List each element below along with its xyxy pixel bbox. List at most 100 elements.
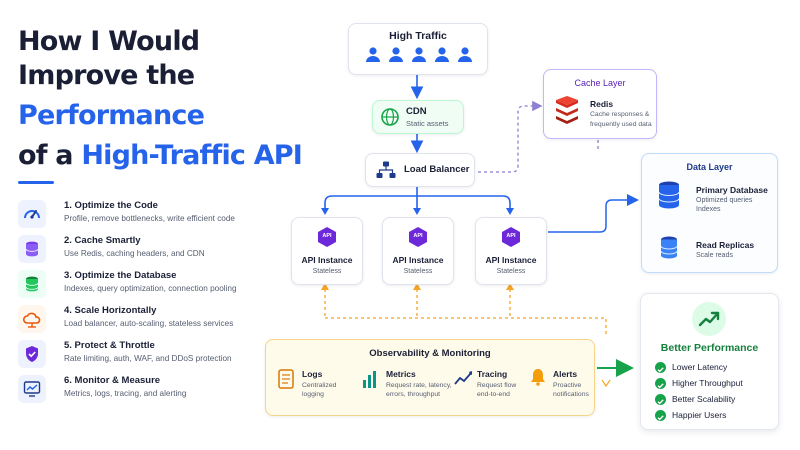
logs-desc-1: Centralized — [302, 382, 337, 389]
traffic-card: High Traffic — [348, 23, 488, 75]
api-instance-sub: Stateless — [312, 268, 342, 275]
replicas-desc: Scale reads — [696, 252, 733, 259]
api-hexagon-icon — [502, 227, 520, 247]
cloud-scale-icon — [18, 305, 46, 333]
check-icon — [655, 394, 666, 405]
api-instance-label: API Instance — [485, 255, 537, 265]
observability-title: Observability & Monitoring — [369, 348, 491, 359]
tip-title: 6. Monitor & Measure — [64, 375, 161, 386]
primary-db-label: Primary Database — [696, 185, 768, 195]
database-icon — [18, 270, 46, 298]
load-balancer-card: Load Balancer — [365, 153, 475, 187]
api-instance-label: API Instance — [392, 255, 444, 265]
tip-desc: Metrics, logs, tracing, and alerting — [64, 389, 187, 398]
tracing-desc-1: Request flow — [477, 382, 517, 389]
data-layer-card: Data Layer Primary Database Optimized qu… — [641, 153, 778, 273]
primary-db-desc-1: Optimized queries — [696, 197, 753, 204]
tracing-title: Tracing — [477, 369, 508, 379]
redis-label: Redis — [590, 99, 614, 109]
tip-protect-throttle: 5. Protect & Throttle Rate limiting, aut… — [18, 340, 253, 370]
check-icon — [655, 410, 666, 421]
arrow-lb-to-instances — [324, 185, 511, 212]
cache-layer-card: Cache Layer Redis Cache responses & freq… — [543, 69, 657, 139]
cdn-card: CDN Static assets — [372, 100, 464, 134]
api-hexagon-icon — [318, 227, 336, 247]
result-item: Better Scalability — [672, 394, 736, 404]
tip-desc: Indexes, query optimization, connection … — [64, 284, 237, 293]
alerts-title: Alerts — [553, 369, 578, 379]
cdn-sub: Static assets — [406, 119, 449, 128]
traffic-label: High Traffic — [389, 30, 447, 42]
results-card: Better Performance Lower Latency Higher … — [640, 293, 779, 430]
api-badge: API — [322, 233, 332, 239]
tip-optimize-code: 1. Optimize the Code Profile, remove bot… — [18, 200, 253, 230]
observability-card: Observability & Monitoring Logs Centrali… — [265, 339, 595, 416]
tip-optimize-database: 3. Optimize the Database Indexes, query … — [18, 270, 253, 300]
tip-desc: Use Redis, caching headers, and CDN — [64, 249, 205, 258]
metrics-title: Metrics — [386, 369, 416, 379]
result-item: Happier Users — [672, 410, 727, 420]
arrow-to-data-layer — [548, 194, 639, 233]
tip-scale-horizontally: 4. Scale Horizontally Load balancer, aut… — [18, 305, 253, 335]
load-balancer-label: Load Balancer — [404, 164, 470, 175]
api-instance-2: API API Instance Stateless — [382, 217, 454, 285]
redis-desc-2: frequently used data — [590, 121, 652, 128]
tip-title: 2. Cache Smartly — [64, 235, 141, 246]
network-icon — [376, 161, 396, 178]
api-badge: API — [506, 233, 516, 239]
cdn-label: CDN — [406, 106, 427, 117]
arrows-to-observability — [324, 283, 607, 336]
alerts-desc-2: notifications — [553, 391, 589, 398]
globe-icon — [381, 108, 399, 126]
title-line-4-prefix: of a — [18, 140, 82, 171]
arrow-to-cache — [478, 100, 543, 173]
title-line-4-highlight: High-Traffic API — [81, 140, 303, 171]
logs-desc-2: logging — [302, 391, 324, 398]
replicas-label: Read Replicas — [696, 240, 755, 250]
api-badge: API — [413, 233, 423, 239]
result-item: Higher Throughput — [672, 378, 743, 388]
database-cache-icon — [18, 235, 46, 263]
tip-monitor-measure: 6. Monitor & Measure Metrics, logs, trac… — [18, 375, 253, 405]
users-icon — [366, 47, 472, 62]
api-hexagon-icon — [409, 227, 427, 247]
tip-title: 5. Protect & Throttle — [64, 340, 155, 351]
metrics-icon — [363, 371, 376, 388]
api-instance-1: API API Instance Stateless — [291, 217, 363, 285]
result-item: Lower Latency — [672, 362, 728, 372]
replica-db-icon — [660, 236, 678, 259]
primary-db-icon — [658, 181, 680, 209]
title-line-4: of a High-Traffic API — [18, 140, 303, 172]
tracing-desc-2: end-to-end — [477, 391, 510, 398]
tip-title: 1. Optimize the Code — [64, 200, 158, 211]
tracing-icon — [454, 371, 472, 385]
bell-icon — [531, 369, 545, 386]
check-icon — [655, 378, 666, 389]
api-instance-label: API Instance — [301, 255, 353, 265]
title-line-2: Improve the — [18, 60, 195, 91]
tip-desc: Profile, remove bottlenecks, write effic… — [64, 214, 235, 223]
metrics-desc-2: errors, throughput — [386, 391, 441, 398]
chart-monitor-icon — [18, 375, 46, 403]
data-layer-title: Data Layer — [686, 162, 733, 172]
results-title: Better Performance — [660, 342, 759, 354]
api-instance-sub: Stateless — [496, 268, 526, 275]
speedometer-icon — [18, 200, 46, 228]
alerts-desc-1: Proactive — [553, 382, 582, 389]
primary-db-desc-2: Indexes — [696, 206, 721, 213]
logs-icon — [278, 369, 294, 389]
tip-desc: Load balancer, auto-scaling, stateless s… — [64, 319, 234, 328]
title-underline — [18, 181, 54, 184]
metrics-desc-1: Request rate, latency, — [386, 382, 452, 389]
check-icon — [655, 362, 666, 373]
title-line-1: How I Would — [18, 26, 200, 57]
logs-title: Logs — [302, 369, 323, 379]
trend-up-icon — [692, 302, 726, 336]
title-line-3: Performance — [18, 100, 205, 131]
tip-desc: Rate limiting, auth, WAF, and DDoS prote… — [64, 354, 232, 363]
tip-cache-smartly: 2. Cache Smartly Use Redis, caching head… — [18, 235, 253, 265]
api-instance-3: API API Instance Stateless — [475, 217, 547, 285]
cache-layer-title: Cache Layer — [574, 78, 626, 88]
api-instance-sub: Stateless — [403, 268, 433, 275]
tip-title: 4. Scale Horizontally — [64, 305, 157, 316]
